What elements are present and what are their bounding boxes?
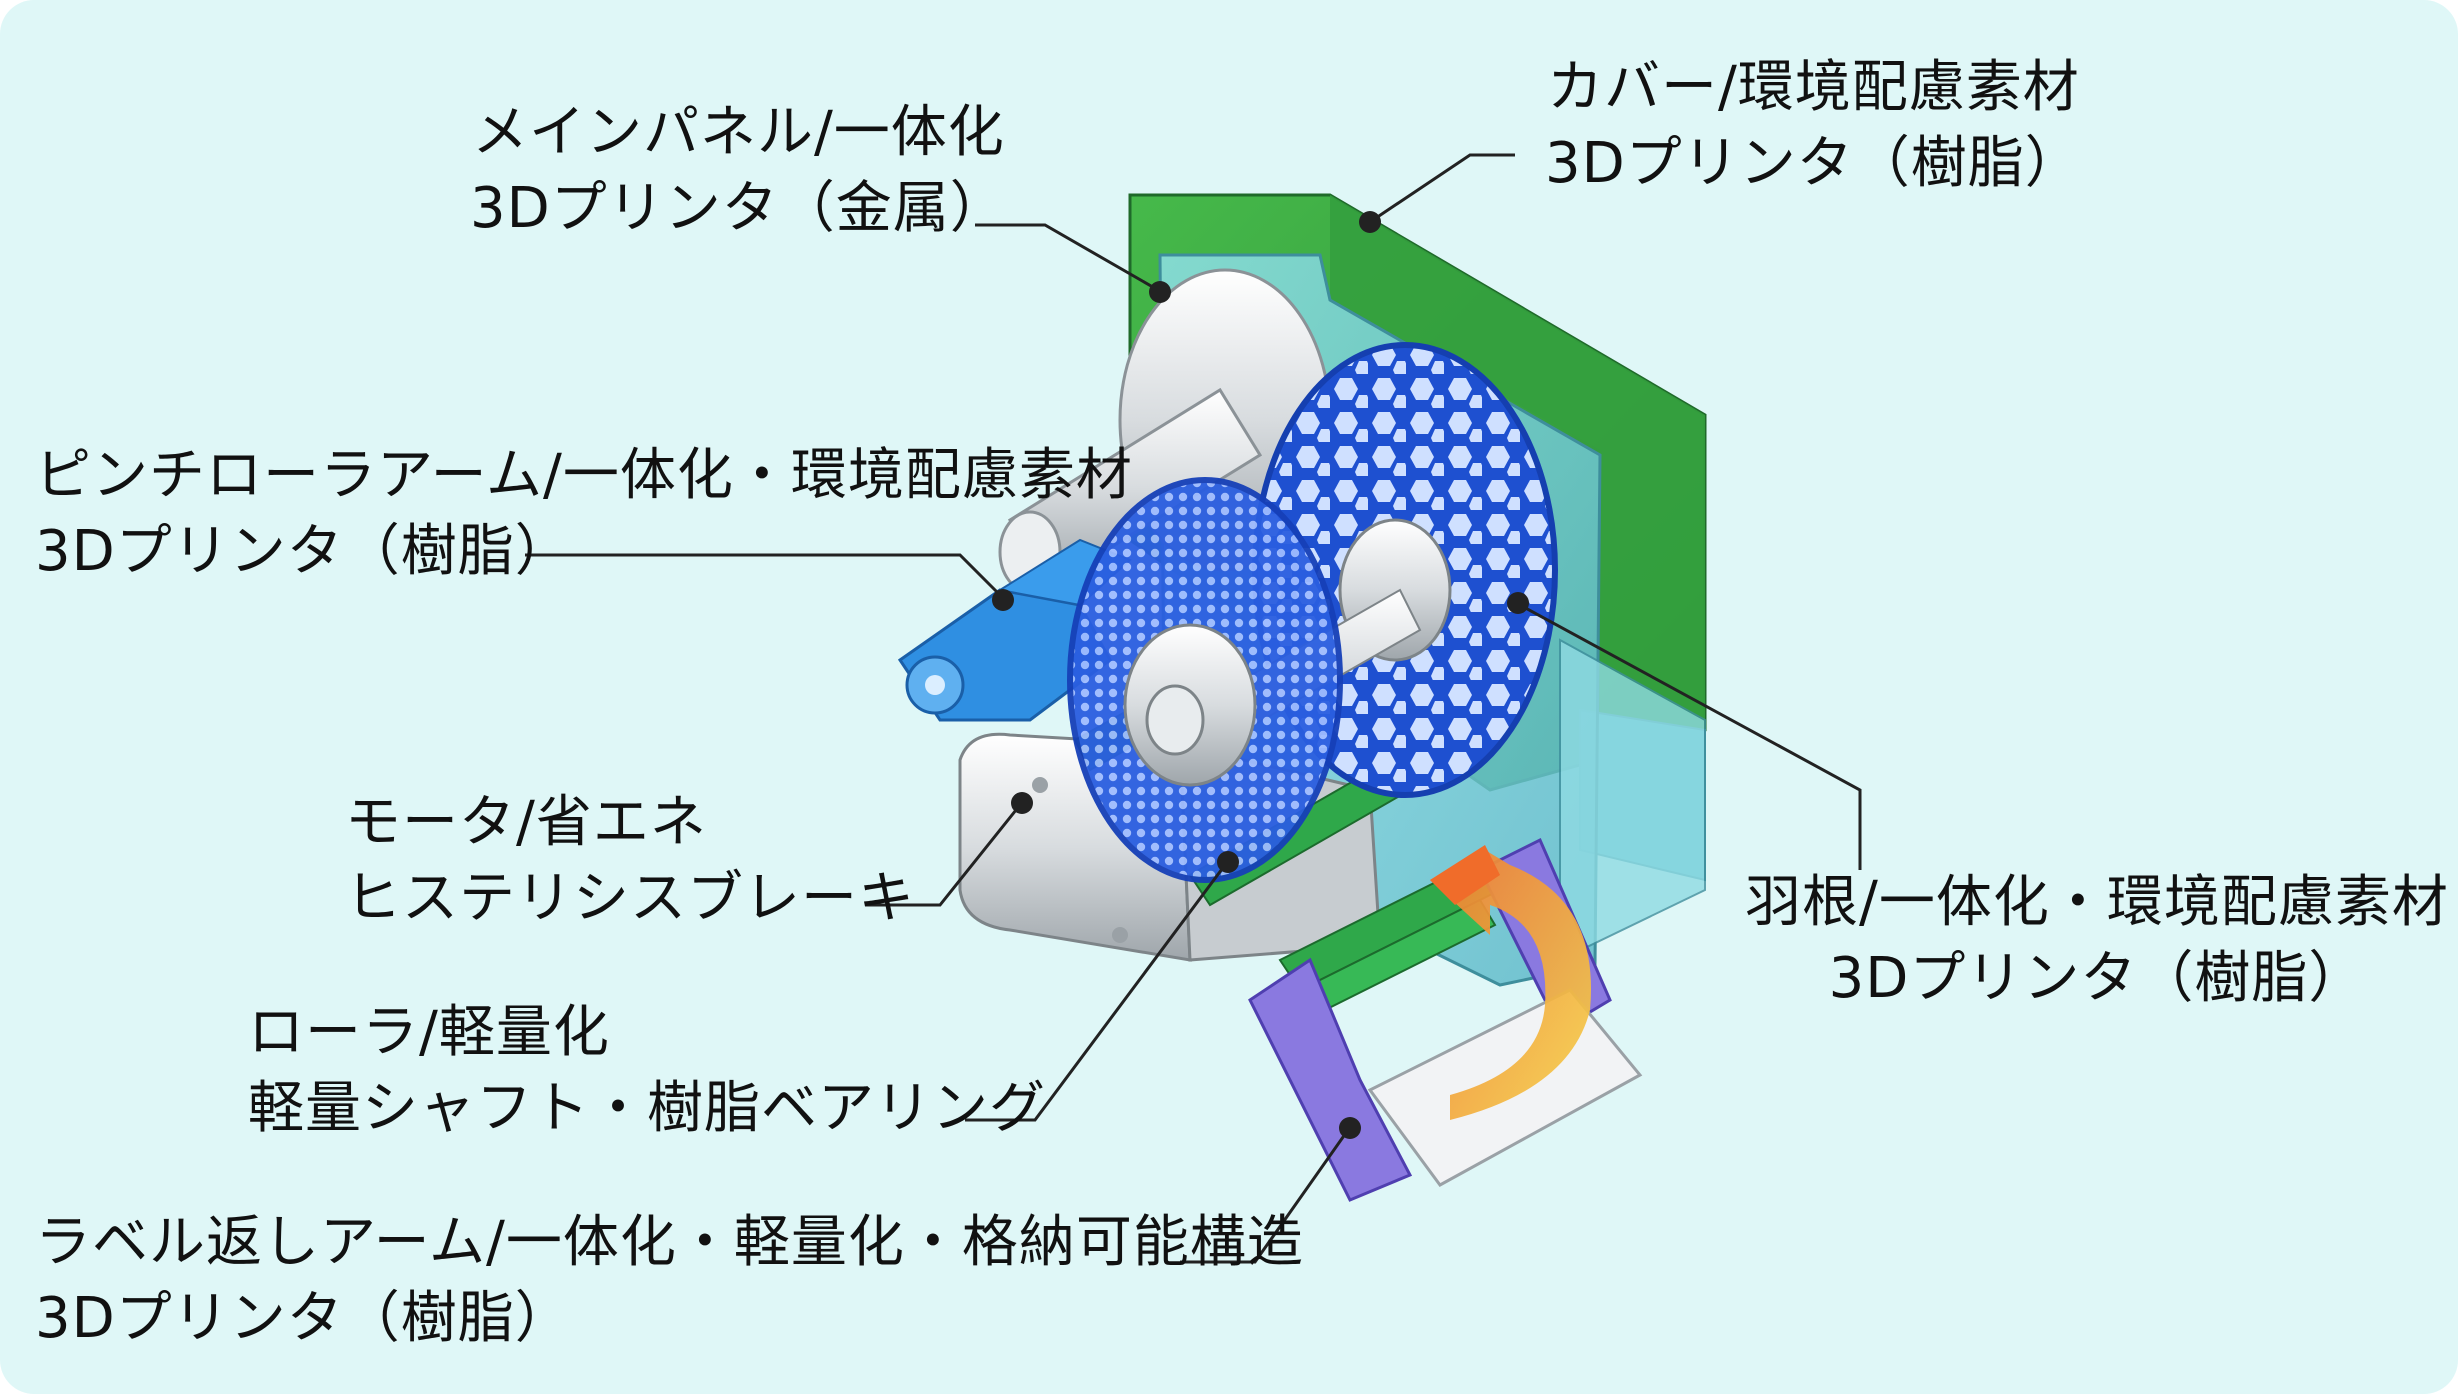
leader-blade xyxy=(1519,603,1862,870)
callout-cover: カバー/環境配慮素材 3Dプリンタ（樹脂） xyxy=(1545,50,2082,202)
callout-main-panel-line2: 3Dプリンタ（金属） xyxy=(470,176,1007,241)
dot-motor xyxy=(1011,792,1033,814)
dot-cover xyxy=(1359,211,1381,233)
callout-pinch-roller-arm: ピンチローラアーム/一体化・環境配慮素材 3Dプリンタ（樹脂） xyxy=(35,438,1133,590)
leader-lines xyxy=(525,153,1862,1264)
leader-cover xyxy=(1369,153,1515,224)
callout-cover-line1: カバー/環境配慮素材 xyxy=(1546,55,2080,120)
callout-motor: モータ/省エネ ヒステリシスブレーキ xyxy=(345,785,915,937)
callout-main-panel-line1: メインパネル/一体化 xyxy=(471,100,1005,165)
callout-motor-line2: ヒステリシスブレーキ xyxy=(345,866,915,931)
dot-main-panel xyxy=(1149,281,1171,303)
leader-pinch-arm xyxy=(525,553,1002,597)
leader-motor xyxy=(865,804,1022,907)
callout-cover-line2: 3Dプリンタ（樹脂） xyxy=(1545,131,2082,196)
dot-pinch-arm xyxy=(992,589,1014,611)
callout-label-return-arm-line1: ラベル返しアーム/一体化・軽量化・格納可能構造 xyxy=(35,1210,1304,1275)
dot-label-arm xyxy=(1339,1117,1361,1139)
callout-blade: 羽根/一体化・環境配慮素材 3Dプリンタ（樹脂） xyxy=(1745,865,2449,1017)
callout-roller-line2: 軽量シャフト・樹脂ベアリング xyxy=(248,1076,1046,1141)
callout-blade-line1: 羽根/一体化・環境配慮素材 xyxy=(1745,870,2449,935)
callout-pinch-roller-arm-line1: ピンチローラアーム/一体化・環境配慮素材 xyxy=(35,443,1133,508)
dot-roller xyxy=(1217,851,1239,873)
callout-label-return-arm: ラベル返しアーム/一体化・軽量化・格納可能構造 3Dプリンタ（樹脂） xyxy=(35,1205,1304,1357)
callout-roller-line1: ローラ/軽量化 xyxy=(248,1000,610,1065)
front-reel-shape xyxy=(1067,477,1343,883)
callout-blade-line2: 3Dプリンタ（樹脂） xyxy=(1828,946,2366,1011)
callout-label-return-arm-line2: 3Dプリンタ（樹脂） xyxy=(35,1286,572,1351)
label-return-arm-shape xyxy=(1248,837,1643,1202)
dot-blade xyxy=(1507,592,1529,614)
callout-roller: ローラ/軽量化 軽量シャフト・樹脂ベアリング xyxy=(248,995,1046,1147)
leader-dots xyxy=(992,211,1529,1139)
leader-roller xyxy=(965,864,1227,1122)
leader-label-arm xyxy=(1180,1129,1350,1264)
callout-motor-line1: モータ/省エネ xyxy=(345,790,707,855)
callout-main-panel: メインパネル/一体化 3Dプリンタ（金属） xyxy=(470,95,1007,247)
leader-main-panel xyxy=(975,223,1159,292)
callout-pinch-roller-arm-line2: 3Dプリンタ（樹脂） xyxy=(35,519,572,584)
